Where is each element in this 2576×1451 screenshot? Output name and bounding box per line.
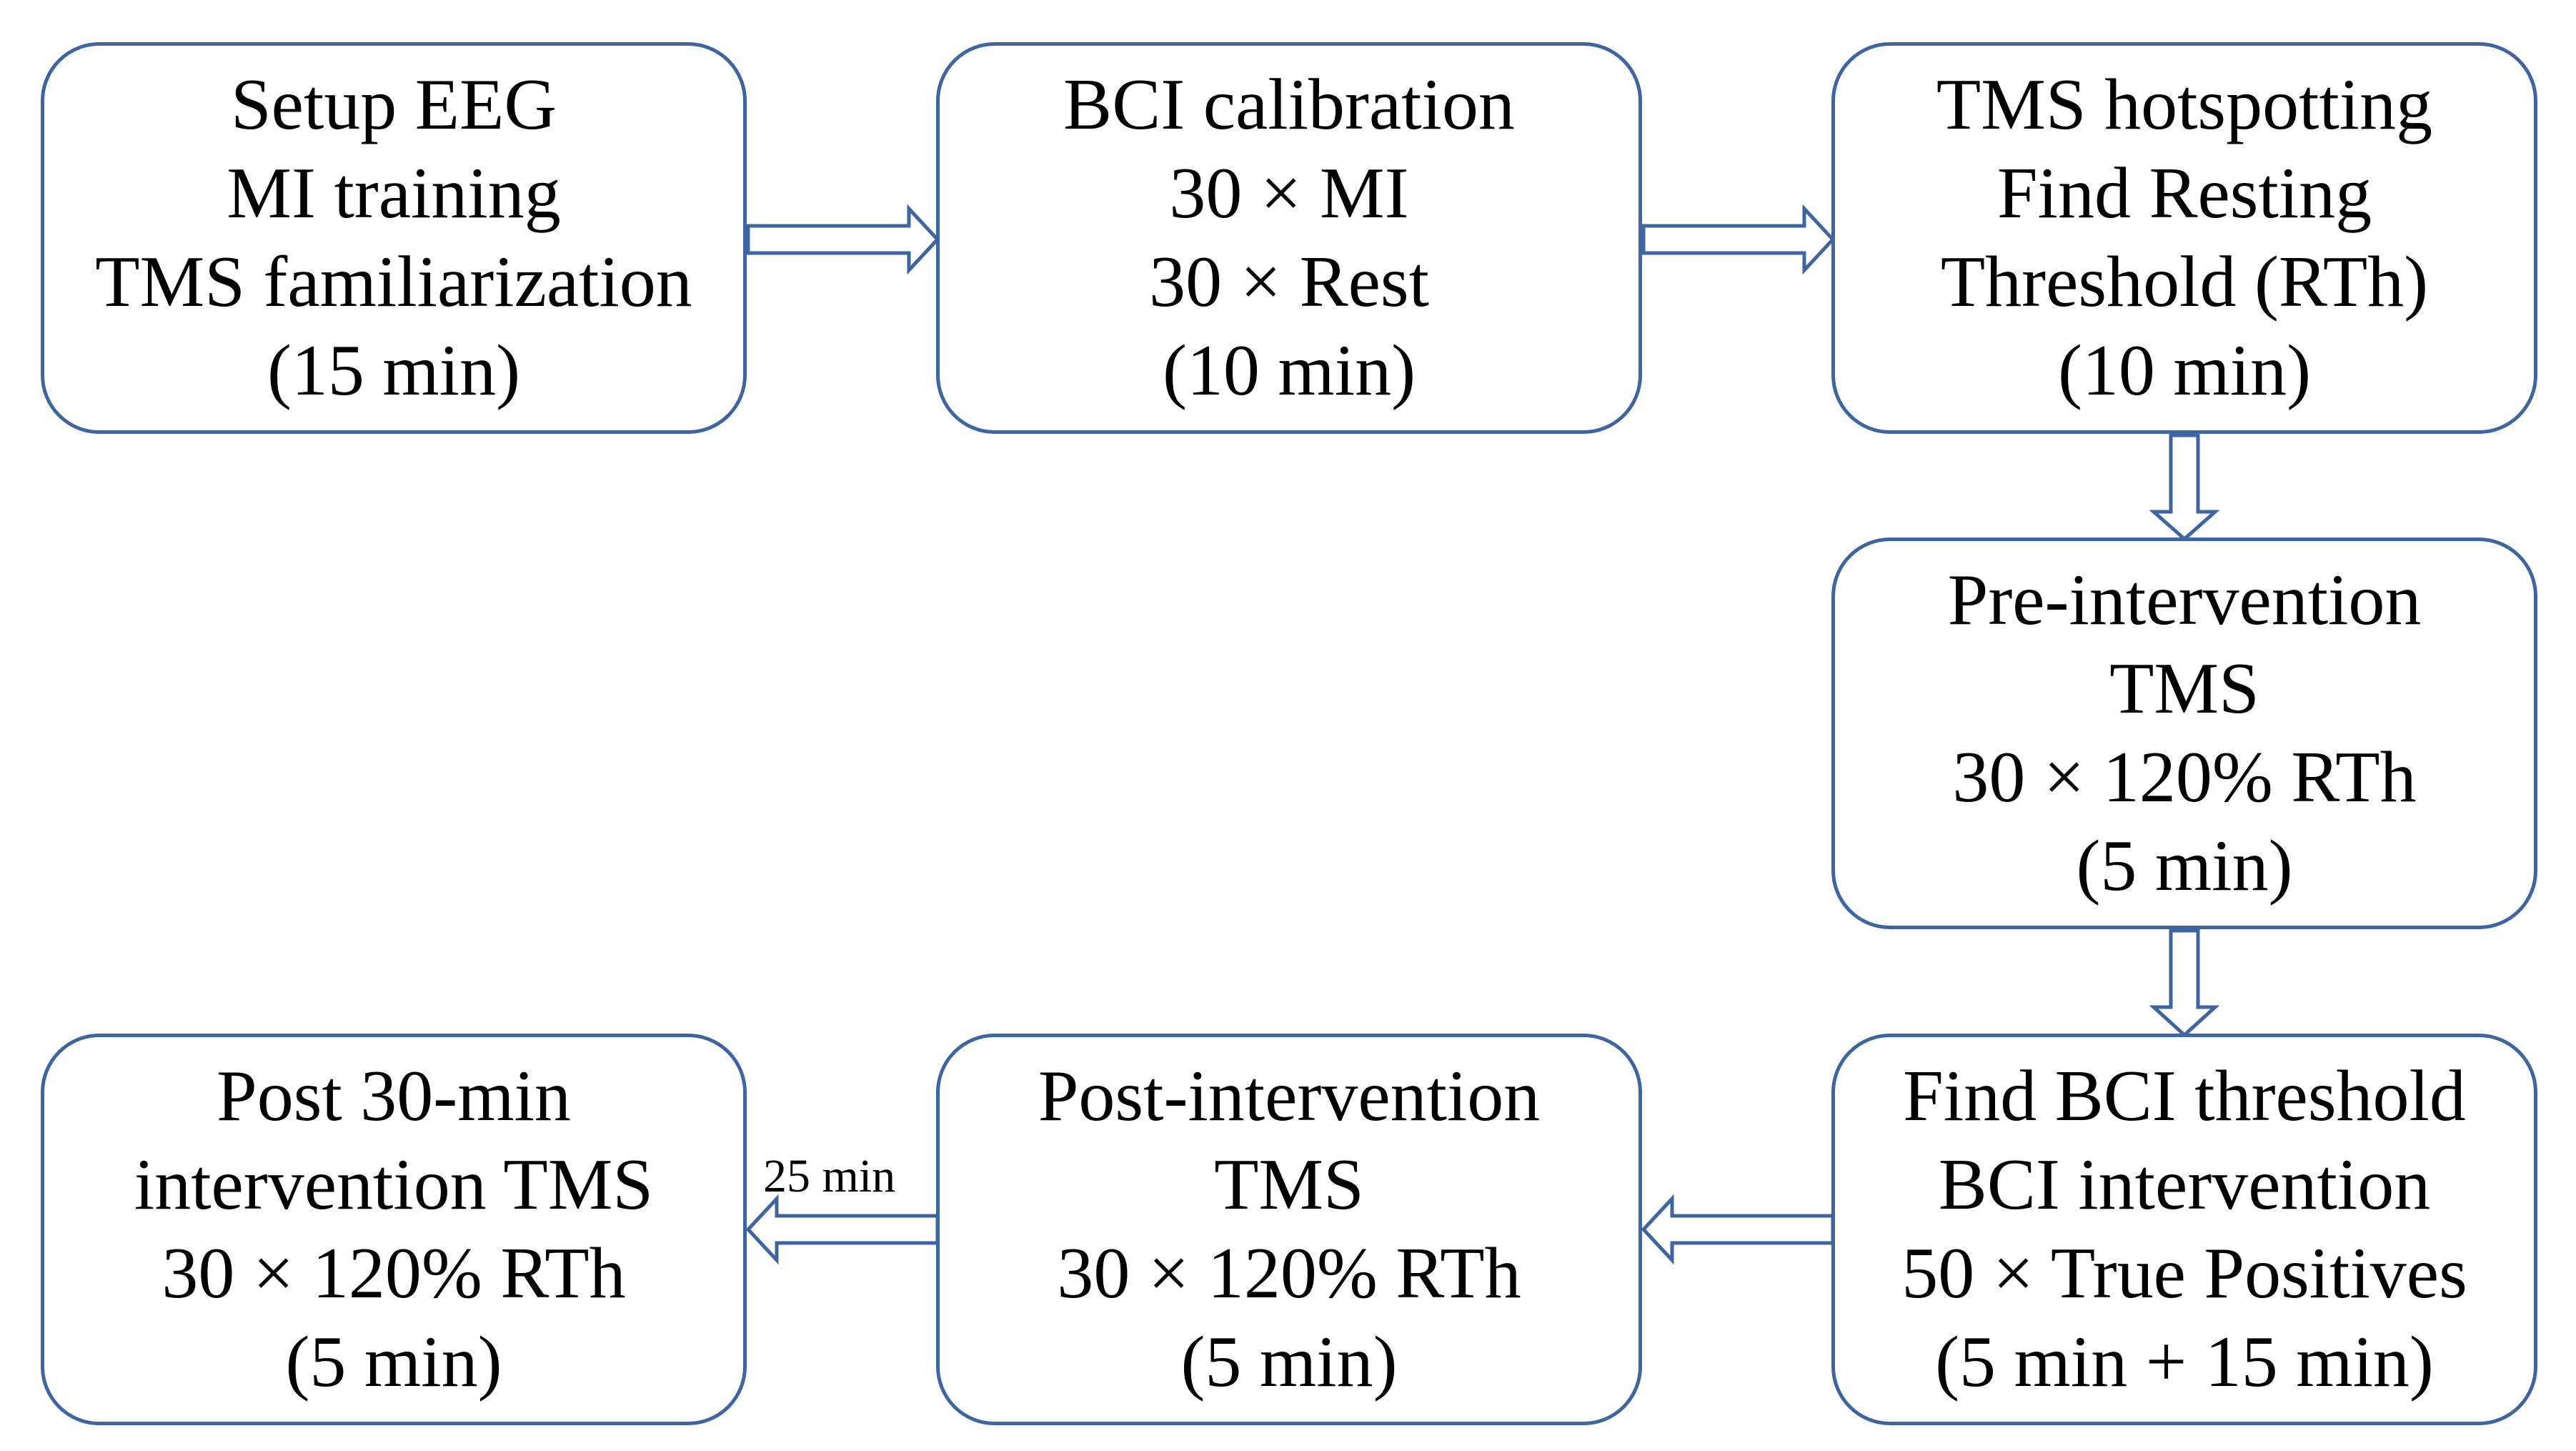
step-duration: (15 min): [267, 330, 521, 411]
step-post-30-min-box: Post 30-min intervention TMS 30 × 120% R…: [41, 1034, 747, 1425]
step-duration: (5 min): [2076, 826, 2293, 906]
step-line: TMS: [1214, 1144, 1364, 1225]
arrow-bci-to-post: [1641, 1194, 1835, 1265]
step-line: Post 30-min: [217, 1056, 571, 1136]
step-line: MI training: [227, 153, 561, 234]
step-line: TMS familiarization: [95, 242, 692, 322]
step-line: 30 × 120% RTh: [1057, 1233, 1521, 1314]
arrow-calibration-to-hotspotting: [1641, 204, 1836, 275]
step-duration: (5 min): [1180, 1322, 1398, 1402]
step-line: Post-intervention: [1038, 1056, 1541, 1136]
step-line: 30 × 120% RTh: [161, 1233, 626, 1314]
step-line: Setup EEG: [230, 64, 557, 145]
arrow-label-delay: 25 min: [763, 1150, 896, 1202]
step-line: 30 × MI: [1169, 153, 1409, 234]
step-bci-intervention-box: Find BCI threshold BCI intervention 50 ×…: [1831, 1034, 2537, 1425]
step-line: Pre-intervention: [1947, 560, 2422, 640]
arrow-setup-to-calibration: [746, 204, 940, 275]
step-duration: (5 min): [285, 1322, 502, 1402]
step-bci-calibration-box: BCI calibration 30 × MI 30 × Rest (10 mi…: [936, 42, 1642, 434]
step-line: intervention TMS: [134, 1144, 654, 1225]
step-line: Find Resting: [1996, 153, 2372, 234]
step-line: 50 × True Positives: [1901, 1233, 2467, 1314]
arrow-post-to-post30: [745, 1194, 940, 1265]
step-line: Find BCI threshold: [1903, 1056, 2466, 1136]
step-line: Threshold (RTh): [1940, 242, 2429, 322]
step-line: 30 × 120% RTh: [1952, 737, 2417, 818]
step-setup-box: Setup EEG MI training TMS familiarizatio…: [41, 42, 747, 434]
arrow-hotspotting-to-pre: [2149, 433, 2220, 542]
step-line: TMS: [2109, 648, 2259, 729]
step-post-intervention-box: Post-intervention TMS 30 × 120% RTh (5 m…: [936, 1034, 1642, 1425]
step-duration: (10 min): [1162, 330, 1416, 411]
step-line: 30 × Rest: [1149, 242, 1429, 322]
step-line: BCI calibration: [1063, 64, 1515, 145]
step-duration: (10 min): [2057, 330, 2312, 411]
step-duration: (5 min + 15 min): [1935, 1322, 2434, 1402]
arrow-pre-to-bci: [2149, 928, 2220, 1038]
step-line: BCI intervention: [1938, 1144, 2431, 1225]
step-line: TMS hotspotting: [1936, 64, 2433, 145]
step-pre-intervention-box: Pre-intervention TMS 30 × 120% RTh (5 mi…: [1831, 538, 2537, 929]
step-tms-hotspotting-box: TMS hotspotting Find Resting Threshold (…: [1831, 42, 2537, 434]
